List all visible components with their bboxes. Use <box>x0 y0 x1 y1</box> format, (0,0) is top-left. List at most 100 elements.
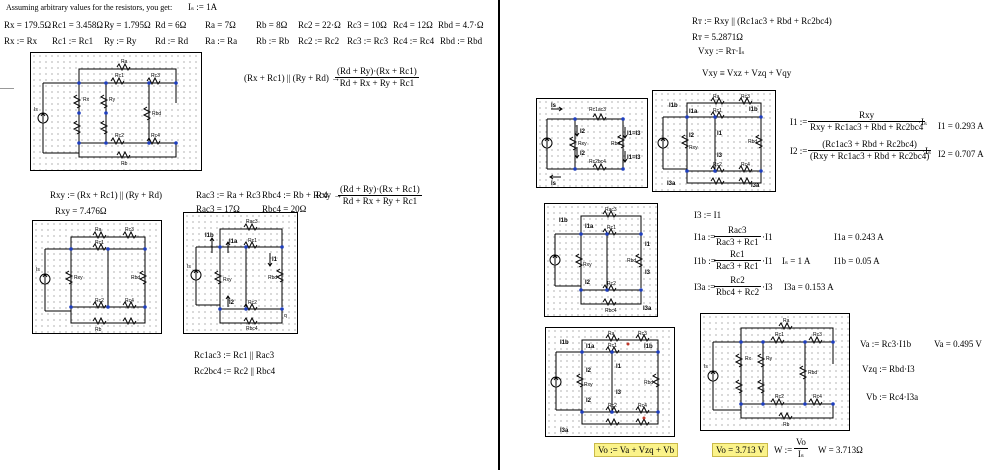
label-is-4b: Is <box>551 181 557 187</box>
label-ra-5: Ra <box>713 94 720 100</box>
i1b-value: I1b = 0.05 A <box>834 256 880 266</box>
label-ra: Ra <box>121 59 128 65</box>
is-definition: Iₛ := 1A <box>188 2 218 12</box>
w-value: W = 3.713Ω <box>818 445 863 455</box>
label-i1a-5: I1a <box>689 109 698 115</box>
def-ra: Ra := Ra <box>205 36 238 46</box>
w-lhs: W := <box>774 445 793 455</box>
i3a-denominator: Rbc4 + Rc2 <box>716 287 760 297</box>
circuit-original-2: Ra Rc3 Rc1 Rx Ry Rbd Rc2 Rc4 Rb Is <box>704 318 835 428</box>
rbc4-definition: Rbc4 := Rb + Rc4 <box>262 190 328 200</box>
vzq-definition: Vzq := Rbd·I3 <box>862 364 915 374</box>
circuit-panel-full-currents: I1b I1a I1b I1 I2 I3 I3a I3a Ra Rc3 Rc1 … <box>652 90 776 192</box>
i1a-fraction: Rac3 Rac3 + Rc1 <box>714 225 761 248</box>
i1a-numerator: Rac3 <box>714 225 761 237</box>
val-rc3: Rc3 = 10Ω <box>347 20 387 30</box>
label-is-8: Is <box>704 364 708 370</box>
vxy-equation: Vxy ≡ Vxz + Vzq + Vqy <box>702 68 792 78</box>
label-is-4: Is <box>551 103 557 109</box>
i1-tail: ·Iₛ <box>918 117 928 127</box>
label-rc3: Rc3 <box>151 73 160 79</box>
rt-value: Rᴛ = 5.2871Ω <box>692 32 743 42</box>
label-i1b-7: I1b <box>560 340 569 346</box>
val-rb: Rb = 8Ω <box>256 20 288 30</box>
label-rc4-2: Rc4 <box>125 298 134 304</box>
eq1-denominator: Rd + Rx + Ry + Rc1 <box>339 78 415 88</box>
i1b-fraction: Rc1 Rac3 + Rc1 <box>714 249 761 272</box>
label-i2b-7: I2 <box>586 398 592 404</box>
def-rbd: Rbd := Rbd <box>440 36 483 46</box>
def-ry: Ry := Ry <box>104 36 137 46</box>
rxy-numerator: (Rd + Ry)·(Rx + Rc1) <box>338 184 422 196</box>
rc2bc4-definition: Rc2bc4 := Rc2 || Rbc4 <box>194 366 276 376</box>
i2-tail: ·Iₛ <box>922 146 932 156</box>
label-i1i3b-4: I1=I3 <box>627 155 641 161</box>
val-rc1: Rc1 = 3.458Ω <box>52 20 104 30</box>
rxy-definition: Rxy := (Rx + Rc1) || (Ry + Rd) <box>50 190 162 200</box>
vb-definition: Vb := Rc4·I3a <box>866 392 919 402</box>
label-rc1ac3-4: Rc1ac3 <box>589 107 606 113</box>
label-i2-7: I2 <box>586 368 592 374</box>
label-rc1-3: Rc1 <box>248 238 257 244</box>
val-ry: Ry = 1.795Ω <box>104 20 151 30</box>
label-i2-5: I2 <box>689 133 695 139</box>
label-i3a-5: I3a <box>667 181 676 187</box>
i1a-value: I1a = 0.243 A <box>834 232 884 242</box>
rxy-denominator: Rd + Rx + Ry + Rc1 <box>342 196 418 206</box>
val-rc4: Rc4 = 12Ω <box>393 20 433 30</box>
label-i3-5: I3 <box>717 153 723 159</box>
i1a-tail: ·I1 <box>762 232 773 242</box>
label-rxy-5: Rxy <box>689 145 698 151</box>
circuit-original: Ra Rc3 Rc1 Rx Ry Rbd Rc2 Rc4 Rb Is <box>34 59 178 167</box>
i3a-tail: ·I3 <box>762 282 773 292</box>
rc1ac3-definition: Rc1ac3 := Rc1 || Rac3 <box>194 350 275 360</box>
label-i1-7: I1 <box>616 364 622 370</box>
label-i1b2-5: I1b <box>749 107 758 113</box>
label-rxy-3: Rxy <box>223 277 232 283</box>
label-rc2-7: Rc2 <box>608 403 617 409</box>
label-ry-8: Ry <box>766 356 773 362</box>
label-i1b-5: I1b <box>669 103 678 109</box>
i1-lhs: I1 := <box>790 117 808 127</box>
val-rd: Rd = 6Ω <box>155 20 187 30</box>
def-rc4: Rc4 := Rc4 <box>393 36 435 46</box>
rt-definition: Rᴛ := Rxy || (Rc1ac3 + Rbd + Rc2bc4) <box>692 16 832 26</box>
label-i2-4: I2 <box>580 129 586 135</box>
label-i2b-4: I2 <box>580 151 586 157</box>
label-rb: Rb <box>121 161 128 167</box>
label-rb-2: Rb <box>95 327 102 333</box>
i2-value: I2 = 0.707 A <box>938 149 984 159</box>
label-is: Is <box>34 107 38 113</box>
vo-value: Vo = 3.713 V <box>712 443 769 457</box>
label-rc1-2: Rc1 <box>95 240 104 246</box>
i2-fraction: (Rc1ac3 + Rbd + Rc2bc4) (Rxy + Rc1ac3 + … <box>808 139 932 162</box>
label-rc4-5: Rc4 <box>741 162 750 168</box>
label-rbc4-6: Rbc4 <box>605 308 617 314</box>
rxy-fraction: (Rd + Ry)·(Rx + Rc1) Rd + Rx + Ry + Rc1 <box>338 184 422 207</box>
i1b-is: Iₛ = 1 A <box>782 256 811 266</box>
label-rc3-2: Rc3 <box>125 227 134 233</box>
label-ry: Ry <box>109 97 116 103</box>
rac3-value: Rac3 = 17Ω <box>196 204 240 214</box>
label-rbd-6: Rbd <box>627 258 636 264</box>
label-i1a-6: I1a <box>585 224 594 230</box>
label-rc2-3: Rc2 <box>248 300 257 306</box>
i1-numerator: Rxy <box>808 110 926 122</box>
w-numerator: Vo <box>794 437 808 449</box>
label-rxy-2: Rxy <box>74 275 83 281</box>
left-rule <box>0 88 14 89</box>
label-ra-2: Ra <box>95 227 102 233</box>
label-i1b2-7: I1b <box>644 344 653 350</box>
i1b-tail: ·I1 <box>762 256 773 266</box>
i2-denominator: (Rxy + Rc1ac3 + Rbd + Rc2bc4) <box>810 151 930 161</box>
label-rb-8: Rb <box>783 422 790 428</box>
label-rbd-3: Rbd <box>268 275 277 281</box>
label-rc1-7: Rc1 <box>608 343 617 349</box>
label-rc3-8: Rc3 <box>813 332 822 338</box>
label-i3-7: I3 <box>616 390 622 396</box>
label-i3a-6: I3a <box>643 306 652 312</box>
label-rc4-8: Rc4 <box>813 394 822 400</box>
label-i2-3: I2 <box>229 300 235 306</box>
circuit-rxy: Ra Rc3 Rc1 Rxy Rbd Rc2 Rc4 Rb Is <box>36 227 148 333</box>
i1b-lhs: I1b := <box>694 256 716 266</box>
